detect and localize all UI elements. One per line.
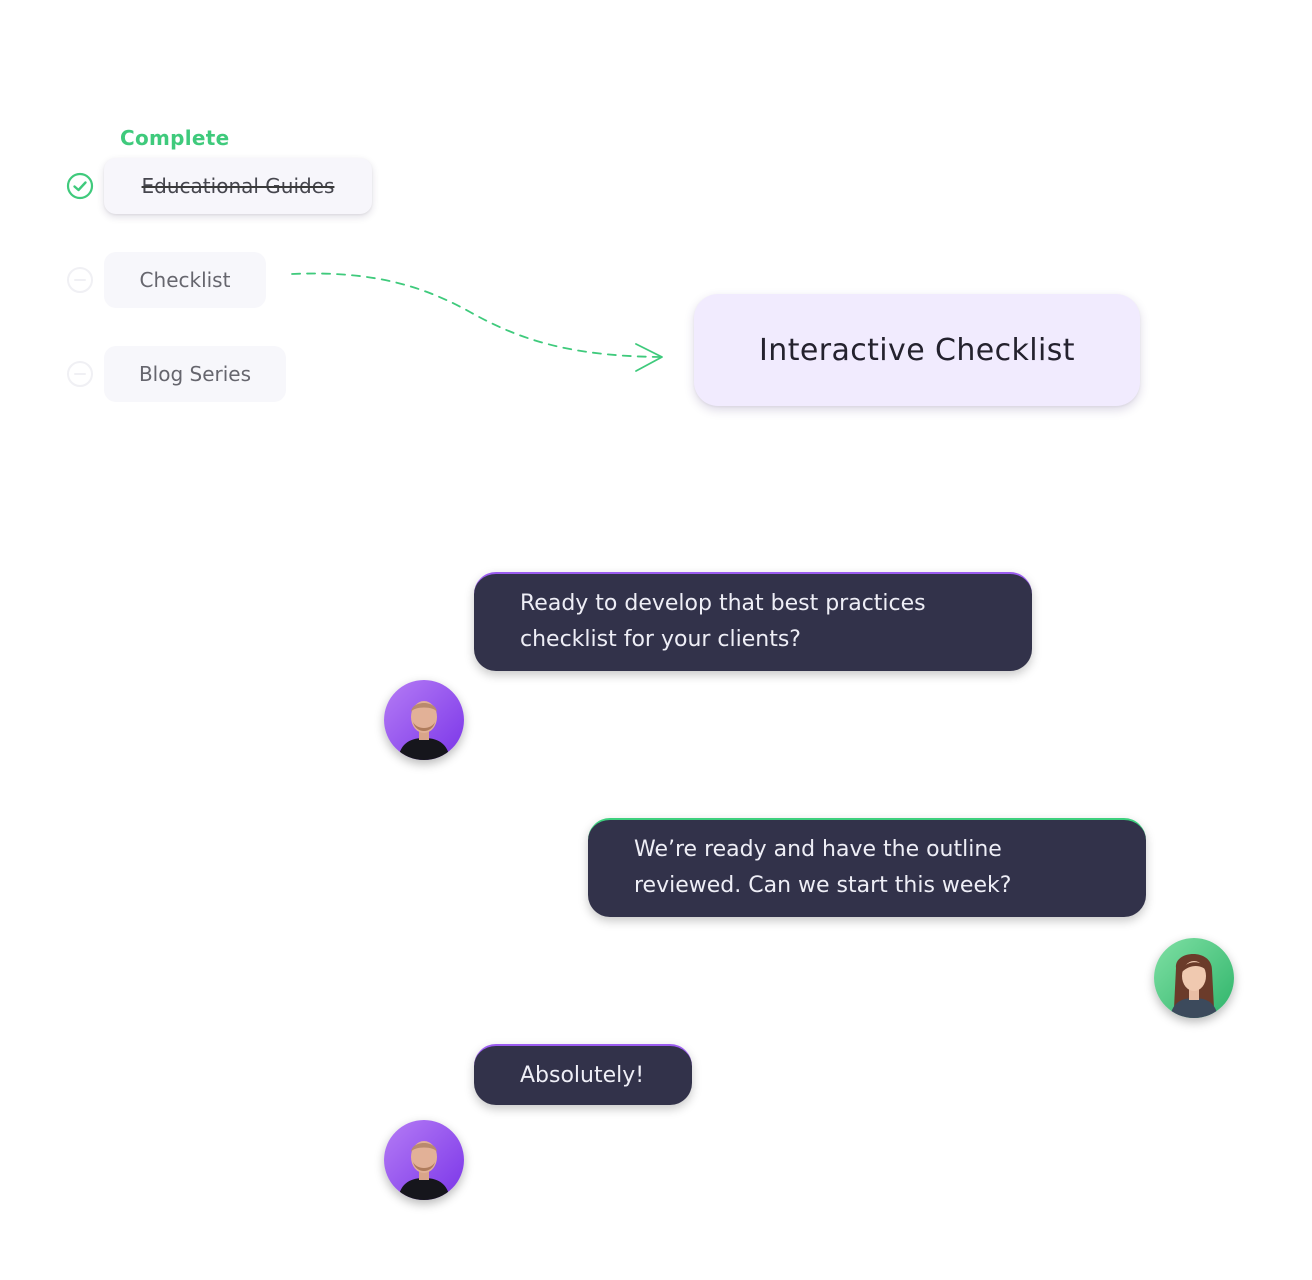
minus-circle-icon <box>66 266 94 294</box>
checklist-item-label: Educational Guides <box>141 174 335 198</box>
man-avatar <box>384 680 464 760</box>
complete-status-label: Complete <box>120 126 230 150</box>
check-circle-icon <box>66 172 94 200</box>
message-line: Absolutely! <box>520 1063 645 1088</box>
message-line: checklist for your clients? <box>520 627 801 652</box>
checklist-item-checklist[interactable]: Checklist <box>104 252 266 308</box>
chat-message: We’re ready and have the outline reviewe… <box>588 818 1146 917</box>
checklist-item-educational-guides[interactable]: Educational Guides <box>104 158 372 214</box>
minus-circle-icon <box>66 360 94 388</box>
chat-message: Absolutely! <box>474 1044 692 1105</box>
dashed-arrow-icon <box>291 272 663 372</box>
message-line: Ready to develop that best practices <box>520 591 926 616</box>
chat-message: Ready to develop that best practices che… <box>474 572 1032 671</box>
interactive-checklist-title: Interactive Checklist <box>759 332 1075 368</box>
woman-avatar <box>1154 938 1234 1018</box>
checklist-item-label: Checklist <box>139 268 231 292</box>
checklist-item-blog-series[interactable]: Blog Series <box>104 346 286 402</box>
checklist-item-label: Blog Series <box>138 362 252 386</box>
man-avatar <box>384 1120 464 1200</box>
interactive-checklist-card[interactable]: Interactive Checklist <box>694 294 1140 406</box>
message-line: We’re ready and have the outline <box>634 837 1002 862</box>
message-line: reviewed. Can we start this week? <box>634 873 1012 898</box>
